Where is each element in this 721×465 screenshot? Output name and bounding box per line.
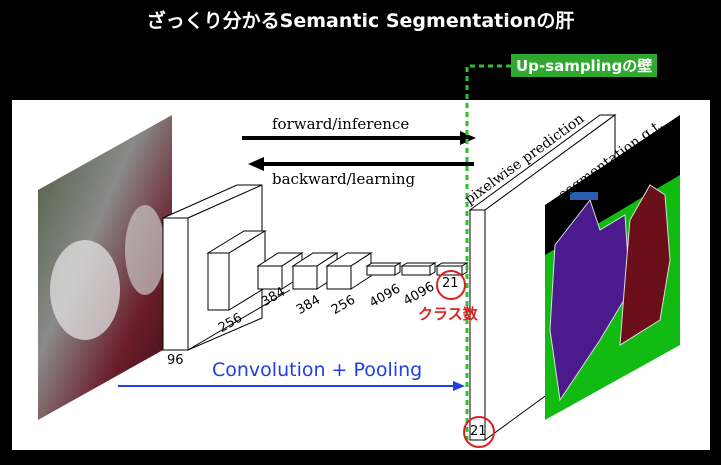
layer-box-4096b: [400, 262, 437, 276]
forward-arrowhead: [460, 131, 476, 145]
layer-box-21: [435, 262, 469, 276]
seg-cat-region: [619, 184, 671, 346]
layer-label-21: 21: [442, 276, 459, 291]
upsampling-label: Up-samplingの壁: [511, 54, 658, 77]
layer-label-96: 96: [167, 353, 184, 368]
box-connector-line: [187, 289, 291, 351]
backward-arrowhead: [248, 157, 264, 171]
layer-box-4096a: [365, 262, 402, 276]
output-channel-label: 21: [470, 424, 487, 439]
backward-label: backward/learning: [272, 170, 416, 188]
cat-shape: [125, 205, 165, 295]
class-count-label: クラス数: [418, 305, 478, 323]
gt-label-marker: [570, 192, 598, 200]
conv-label: Convolution + Pooling: [212, 359, 423, 381]
conv-arrowhead: [453, 381, 465, 391]
layer-box-256b: [325, 252, 373, 290]
dog-shape: [50, 240, 120, 340]
class-count-circle: [436, 270, 466, 300]
output-channel-circle: [463, 416, 495, 448]
layer-box-384a: [256, 252, 304, 290]
forward-label: forward/inference: [272, 115, 410, 133]
slide-title: ざっくり分かるSemantic Segmentationの肝: [146, 10, 575, 32]
